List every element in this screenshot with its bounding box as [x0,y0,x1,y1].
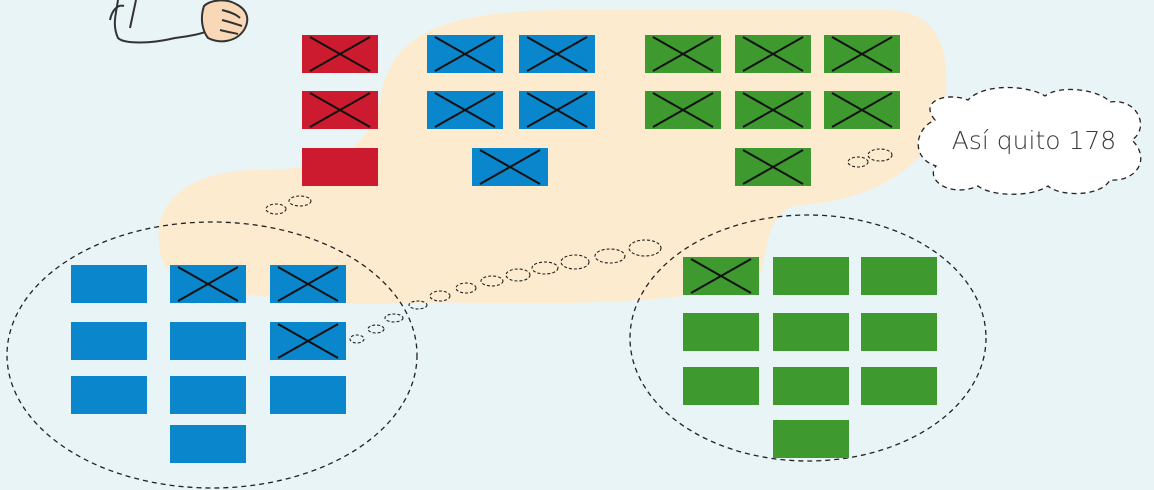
hand-icon [109,0,249,44]
thought-trails [265,148,893,344]
cross-mark [526,36,588,72]
cross-mark [177,266,239,302]
counter [302,148,378,186]
counter-group-hundreds [302,35,378,186]
thought-trail-dot [349,334,365,344]
thought-trail-dot [408,300,428,310]
cross-mark [652,36,714,72]
counter [773,257,849,295]
thought-trail-dot [455,282,477,294]
cross-mark [652,92,714,128]
thought-trail-dot [505,268,531,282]
counters [71,35,937,463]
counter-group-tens-left [71,265,346,463]
counter [861,257,937,295]
counter [71,376,147,414]
thought-bubble: Así quito 178 [917,86,1142,195]
left-group-outline [6,221,418,489]
thought-trail-dot [560,254,590,270]
cross-mark [831,92,893,128]
cross-mark [434,36,496,72]
cross-mark [742,92,804,128]
thought-trail-dot [265,203,287,215]
thought-trail-dot [429,290,451,302]
thought-trail-dot [628,239,662,257]
thought-trail-dot [480,275,504,287]
cross-mark [526,92,588,128]
counter [773,313,849,351]
cross-mark [831,36,893,72]
cross-mark [434,92,496,128]
cross-mark [479,149,541,185]
counter [270,376,346,414]
thought-trail-dot [288,195,312,207]
counter [683,313,759,351]
counter [71,322,147,360]
right-group-outline [629,214,987,462]
counter [170,425,246,463]
counter [170,376,246,414]
counter [683,367,759,405]
thought-bubble-text: Así quito 178 [952,126,1116,155]
counter-group-units-top [645,35,900,186]
counter [71,265,147,303]
counter [773,420,849,458]
cross-mark [309,92,371,128]
thought-bubble-cloud [917,86,1142,195]
counter [170,322,246,360]
thought-trail-dot [594,248,626,264]
counter [861,313,937,351]
cross-mark [277,266,339,302]
cross-mark [742,36,804,72]
thought-trail-dot [847,156,869,168]
cross-mark [742,149,804,185]
thought-trail-dot [531,261,559,275]
cross-mark [277,323,339,359]
counter [773,367,849,405]
thought-trail-dot [367,324,385,334]
cross-mark [690,258,752,294]
counter [861,367,937,405]
cross-mark [309,36,371,72]
counter-group-tens-top [427,35,595,186]
thought-trail-dot [384,313,404,323]
highlight-region [158,10,947,304]
thought-trail-dot [867,148,893,162]
counter-group-units-right [683,257,937,458]
